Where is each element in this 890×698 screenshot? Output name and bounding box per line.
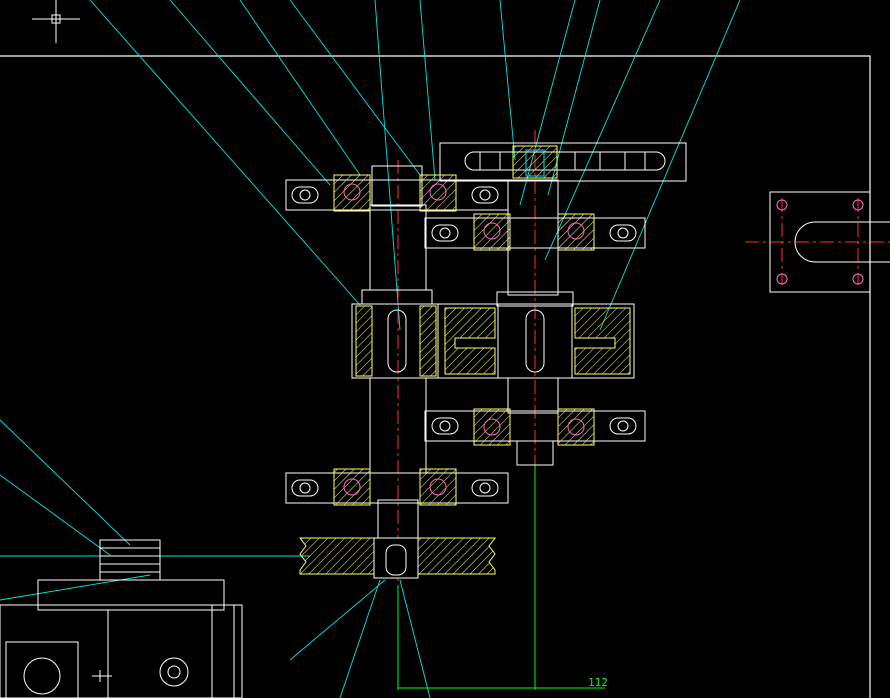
centerlines: [397, 130, 890, 585]
dimension-112: [397, 465, 605, 690]
gear-pair[interactable]: [351, 303, 635, 379]
flange-plate[interactable]: [769, 191, 890, 293]
right-upper-bearing-housing[interactable]: [424, 179, 646, 307]
crosshair-cursor-icon: [32, 0, 80, 43]
motor-body[interactable]: [0, 579, 243, 698]
left-lower-bearing-housing[interactable]: [285, 468, 509, 506]
left-top-bearing-housing[interactable]: [285, 165, 509, 212]
dimension-label: 112: [588, 676, 608, 689]
v-belt-pulley[interactable]: [299, 537, 496, 579]
motor-pulley[interactable]: [99, 539, 161, 581]
right-lower-bearing-housing[interactable]: [424, 377, 646, 466]
chain-sprocket-assembly[interactable]: [439, 142, 687, 182]
drawing-frame: [0, 55, 871, 698]
